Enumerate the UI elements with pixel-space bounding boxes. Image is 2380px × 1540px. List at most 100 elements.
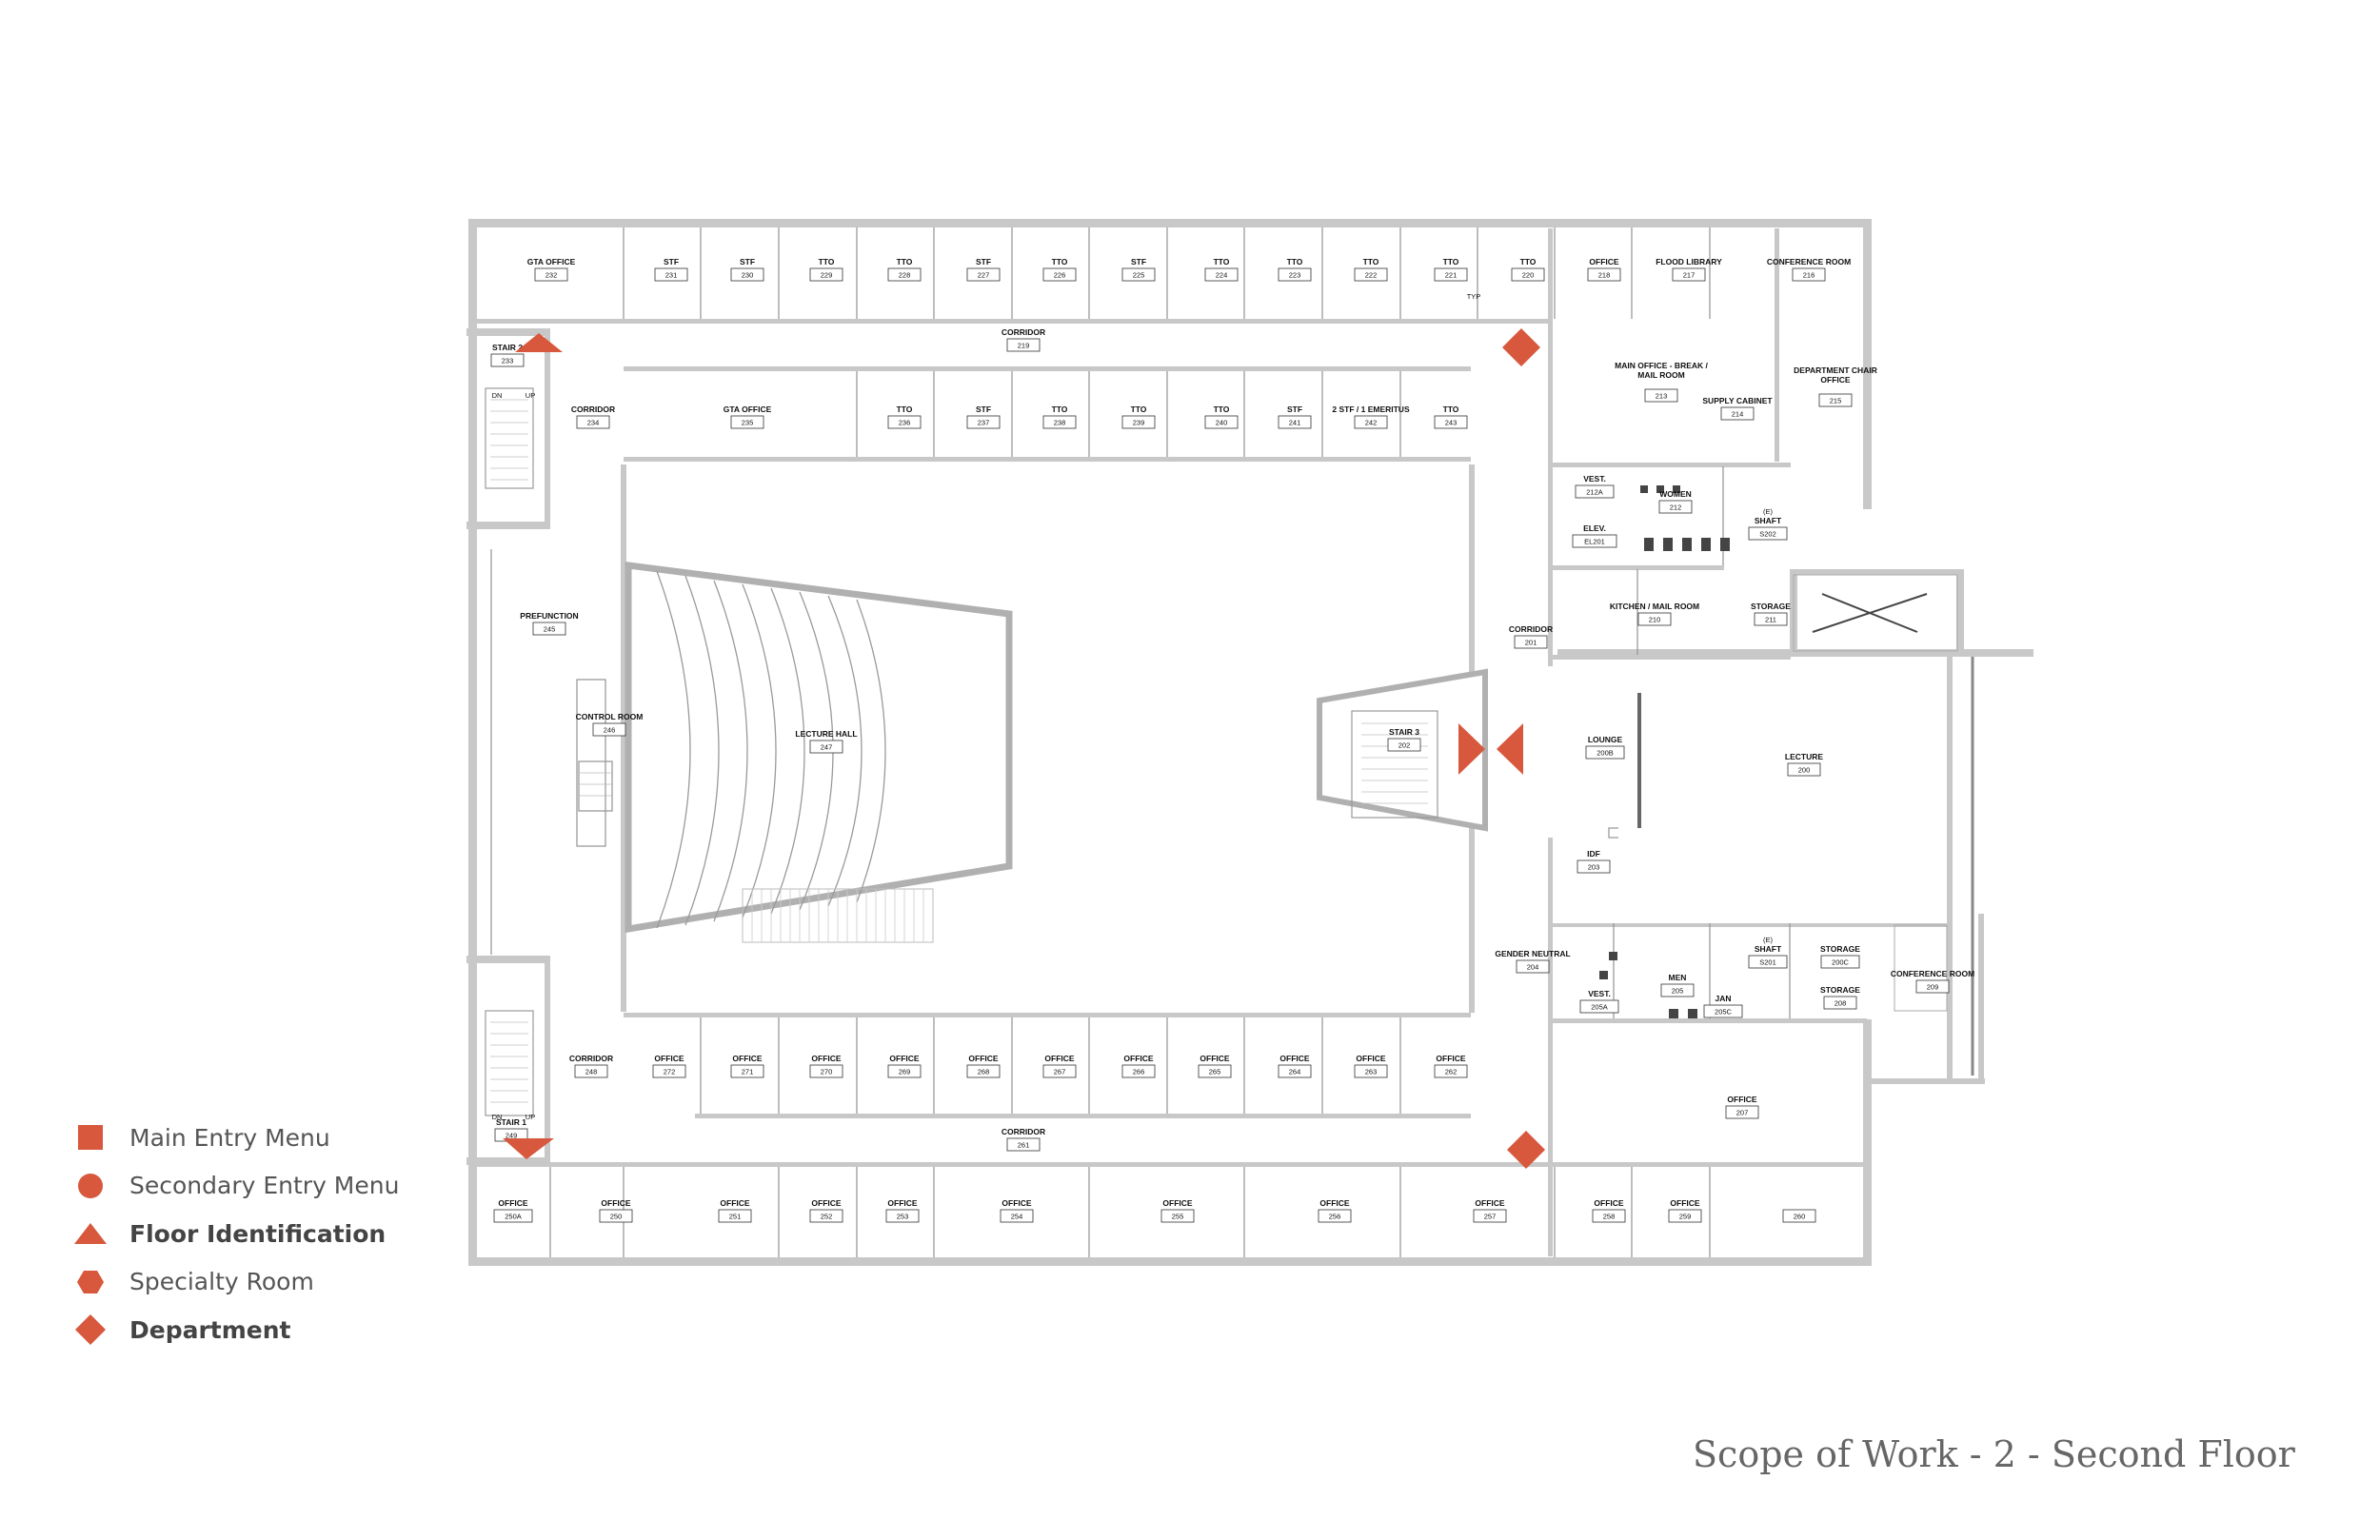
room-label: STF <box>976 405 991 414</box>
room-number-tag <box>1354 267 1388 282</box>
room-number: 239 <box>1133 419 1145 427</box>
room-number: 210 <box>1649 616 1661 624</box>
room-number-tag <box>1672 267 1706 282</box>
room-number-tag <box>718 1209 752 1223</box>
room-number: 216 <box>1803 271 1815 280</box>
department-marker-east-right <box>1497 723 1523 775</box>
room-number: 261 <box>1018 1141 1030 1150</box>
room-number-tag <box>1587 267 1621 282</box>
room-number-tag <box>1434 415 1468 429</box>
room-prefix: (E) <box>1763 507 1774 516</box>
room-label: FLOOD LIBRARY <box>1656 257 1722 267</box>
legend-label: Main Entry Menu <box>129 1123 330 1152</box>
lecture-hall-geometry <box>576 562 1013 943</box>
room-number-tag <box>1915 979 1950 994</box>
room-label: STORAGE <box>1751 602 1791 611</box>
room-label: OFFICE <box>811 1054 841 1063</box>
room-number: 248 <box>585 1068 598 1076</box>
room-260: 260 <box>1782 1209 1816 1223</box>
room-label: STF <box>664 257 679 267</box>
room-number-tag <box>1042 1064 1077 1078</box>
room-number-tag <box>1592 1209 1626 1223</box>
room-number: 208 <box>1835 999 1847 1008</box>
room-label: OFFICE <box>654 1054 684 1063</box>
room-label: OFFICE <box>1670 1198 1699 1208</box>
room-number: S202 <box>1759 530 1776 539</box>
room-label: TTO <box>897 257 913 267</box>
typ-note: TYP <box>1467 292 1481 301</box>
room-number: 212 <box>1670 503 1682 512</box>
room-label: TTO <box>1214 257 1230 267</box>
room-number: 234 <box>587 419 600 427</box>
room-number: 220 <box>1522 271 1535 280</box>
room-label: OFFICE <box>1200 1054 1229 1063</box>
department-marker-south <box>1507 1131 1545 1169</box>
room-number: 241 <box>1289 419 1301 427</box>
room-237: STF 237 <box>966 405 1001 429</box>
room-number-tag <box>1637 612 1672 626</box>
room-number-tag <box>1278 1064 1312 1078</box>
room-number-tag <box>1818 393 1853 407</box>
room-number: 266 <box>1133 1068 1145 1076</box>
room-208: STORAGE 208 <box>1820 985 1860 1010</box>
room-number: 213 <box>1656 392 1668 401</box>
room-number: 270 <box>821 1068 833 1076</box>
room-label: STF <box>1131 257 1146 267</box>
room-label: OFFICE <box>498 1198 527 1208</box>
room-number: 263 <box>1365 1068 1378 1076</box>
room-label: TTO <box>819 257 835 267</box>
room-number-tag <box>652 1064 686 1078</box>
room-label: JAN <box>1715 994 1731 1003</box>
room-number: 237 <box>978 419 990 427</box>
room-number-tag <box>1516 959 1550 974</box>
triangle-icon <box>74 1223 107 1245</box>
room-number-tag <box>1160 1209 1195 1223</box>
room-number: 267 <box>1054 1068 1066 1076</box>
room-number-tag <box>1198 1064 1232 1078</box>
room-prefix: (E) <box>1763 936 1774 944</box>
room-number: 222 <box>1365 271 1378 280</box>
room-number-tag <box>1577 859 1611 874</box>
room-number-tag <box>1725 1105 1759 1119</box>
room-label: OFFICE <box>1356 1054 1385 1063</box>
room-label: OFFICE <box>1279 1054 1309 1063</box>
room-number: 255 <box>1172 1213 1184 1221</box>
room-number-tag <box>1720 406 1755 421</box>
room-label: DEPARTMENT CHAIR <box>1794 365 1877 375</box>
room-number-tag <box>1434 267 1468 282</box>
stair-2-up: UP <box>526 391 535 400</box>
room-number-tag <box>1748 526 1788 541</box>
room-label: STORAGE <box>1820 985 1860 995</box>
room-el201: ELEV.EL201 <box>1572 523 1617 548</box>
room-number-tag <box>493 1209 533 1223</box>
stair-towers-geometry: DN UP DN UP <box>485 387 535 1121</box>
department-marker-north <box>1502 328 1540 366</box>
room-label: SHAFT <box>1755 944 1782 954</box>
room-number-tag <box>1006 338 1041 352</box>
room-number: 207 <box>1736 1109 1749 1117</box>
room-label: TTO <box>1131 405 1147 414</box>
room-number-tag <box>809 1064 843 1078</box>
room-label: CORRIDOR <box>1002 327 1045 337</box>
room-number: 271 <box>742 1068 754 1076</box>
room-number-tag <box>574 1064 608 1078</box>
room-263: OFFICE 263 <box>1354 1054 1388 1078</box>
room-label: KITCHEN / MAIL ROOM <box>1610 602 1699 611</box>
room-number-tag <box>1754 612 1788 626</box>
page-caption: Scope of Work - 2 - Second Floor <box>1693 1433 2295 1475</box>
room-number: 231 <box>665 271 678 280</box>
legend-item-department: Department <box>74 1306 399 1354</box>
room-label: TTO <box>1443 405 1459 414</box>
